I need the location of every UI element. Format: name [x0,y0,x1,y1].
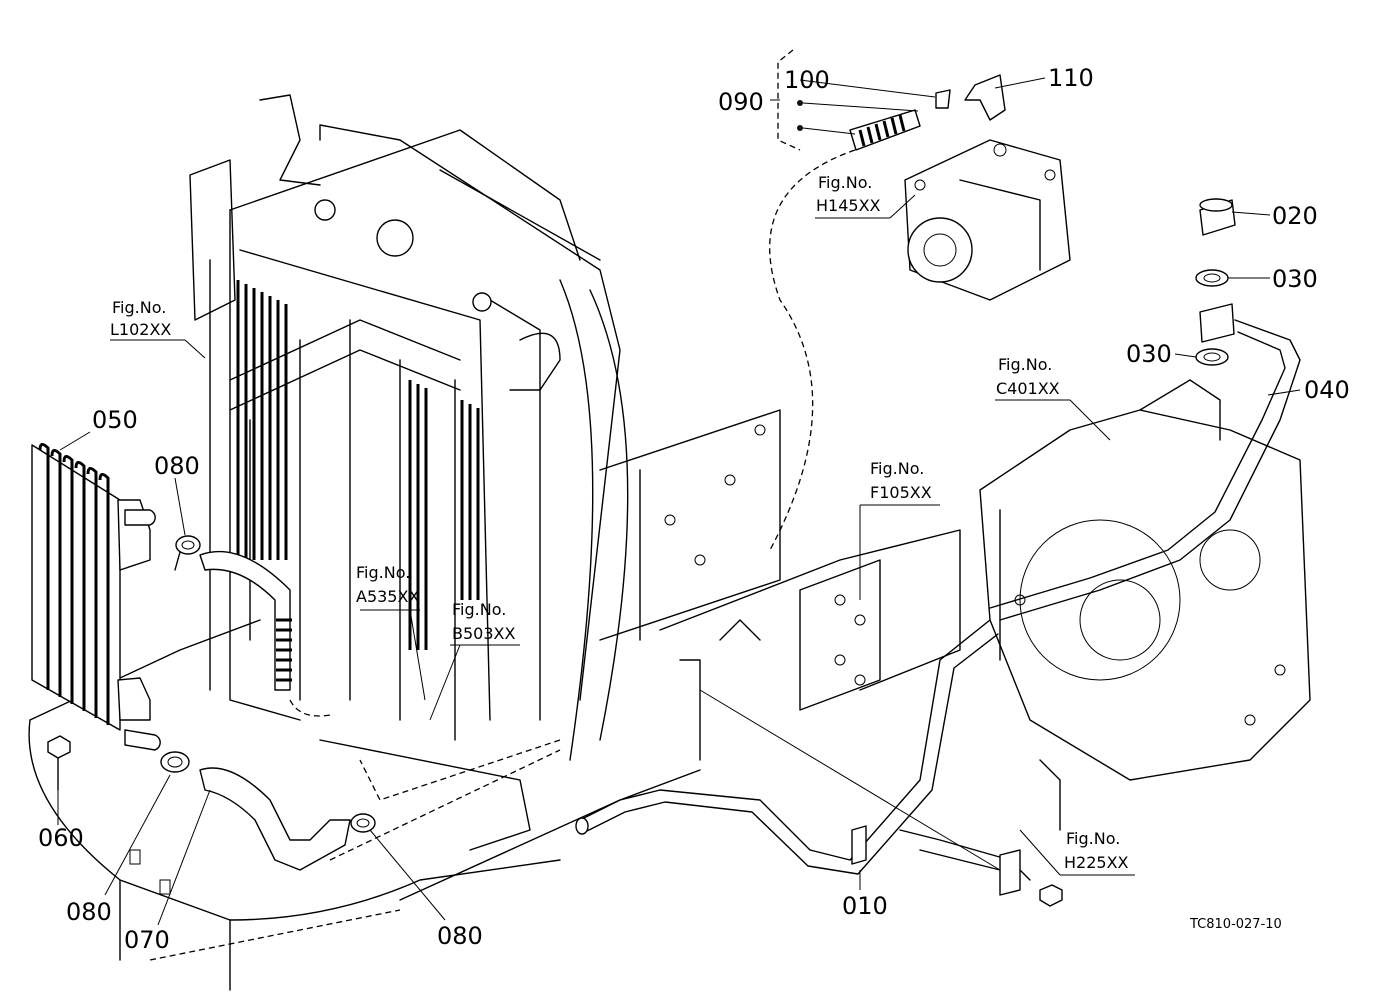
fig-ref-a535-title: Fig.No. [356,563,410,582]
label-part-070: 070 [124,926,170,954]
washer-030-upper [1195,269,1229,287]
fig-ref-a535-code: A535XX [356,587,419,606]
fig-ref-b503-code: B503XX [452,624,515,643]
label-part-100: 100 [784,66,830,94]
hydraulic-pump [904,139,1071,301]
label-part-010: 010 [842,892,888,920]
fig-ref-b503: Fig.No. B503XX [452,600,515,643]
drawing-code: TC810-027-10 [1189,917,1282,932]
clamp-080-lower [160,751,190,773]
label-part-060: 060 [38,824,84,852]
fig-ref-h225-code: H225XX [1064,853,1129,872]
plug-020 [1199,198,1236,236]
fig-ref-f105-title: Fig.No. [870,459,924,478]
label-part-030-lower: 030 [1126,340,1172,368]
fig-ref-b503-title: Fig.No. [452,600,506,619]
fig-ref-f105: Fig.No. F105XX [870,459,932,502]
fig-ref-h225: Fig.No. H225XX [1064,829,1129,872]
label-part-090: 090 [718,88,764,116]
label-part-040: 040 [1304,376,1350,404]
clip-100 [935,89,951,109]
fig-ref-l102-title: Fig.No. [112,298,166,317]
label-part-080-lower: 080 [66,898,112,926]
label-part-080-upper: 080 [154,452,200,480]
pipe-090 [769,109,921,551]
fig-ref-c401-title: Fig.No. [998,355,1052,374]
fig-ref-f105-code: F105XX [870,483,932,502]
label-part-080-right: 080 [437,922,483,950]
fig-ref-h145: Fig.No. H145XX [816,173,881,215]
pipe-010 [575,619,999,875]
fig-ref-l102: Fig.No. L102XX [110,298,171,339]
bracket-h225 [899,759,1063,907]
clamp-080-right [350,813,376,833]
radiator-assembly [189,94,629,851]
label-part-110: 110 [1048,64,1094,92]
fig-ref-l102-code: L102XX [110,320,171,339]
fig-ref-c401-code: C401XX [996,379,1060,398]
fig-ref-h145-title: Fig.No. [818,173,872,192]
fitting-110 [964,74,1006,121]
hose-070 [199,550,351,871]
transmission-case [979,379,1311,781]
label-part-050: 050 [92,406,138,434]
fig-ref-h225-title: Fig.No. [1066,829,1120,848]
leader-lines [57,49,1301,926]
fig-ref-h145-code: H145XX [816,196,881,215]
label-part-030-upper: 030 [1272,265,1318,293]
label-part-020: 020 [1272,202,1318,230]
clamp-080-upper [174,535,201,571]
oil-cooler [31,443,161,751]
bolt-060 [47,735,71,791]
pipe-040 [989,303,1301,621]
fig-ref-a535: Fig.No. A535XX [356,563,419,606]
washer-030-lower [1195,348,1229,366]
fig-ref-c401: Fig.No. C401XX [996,355,1060,398]
